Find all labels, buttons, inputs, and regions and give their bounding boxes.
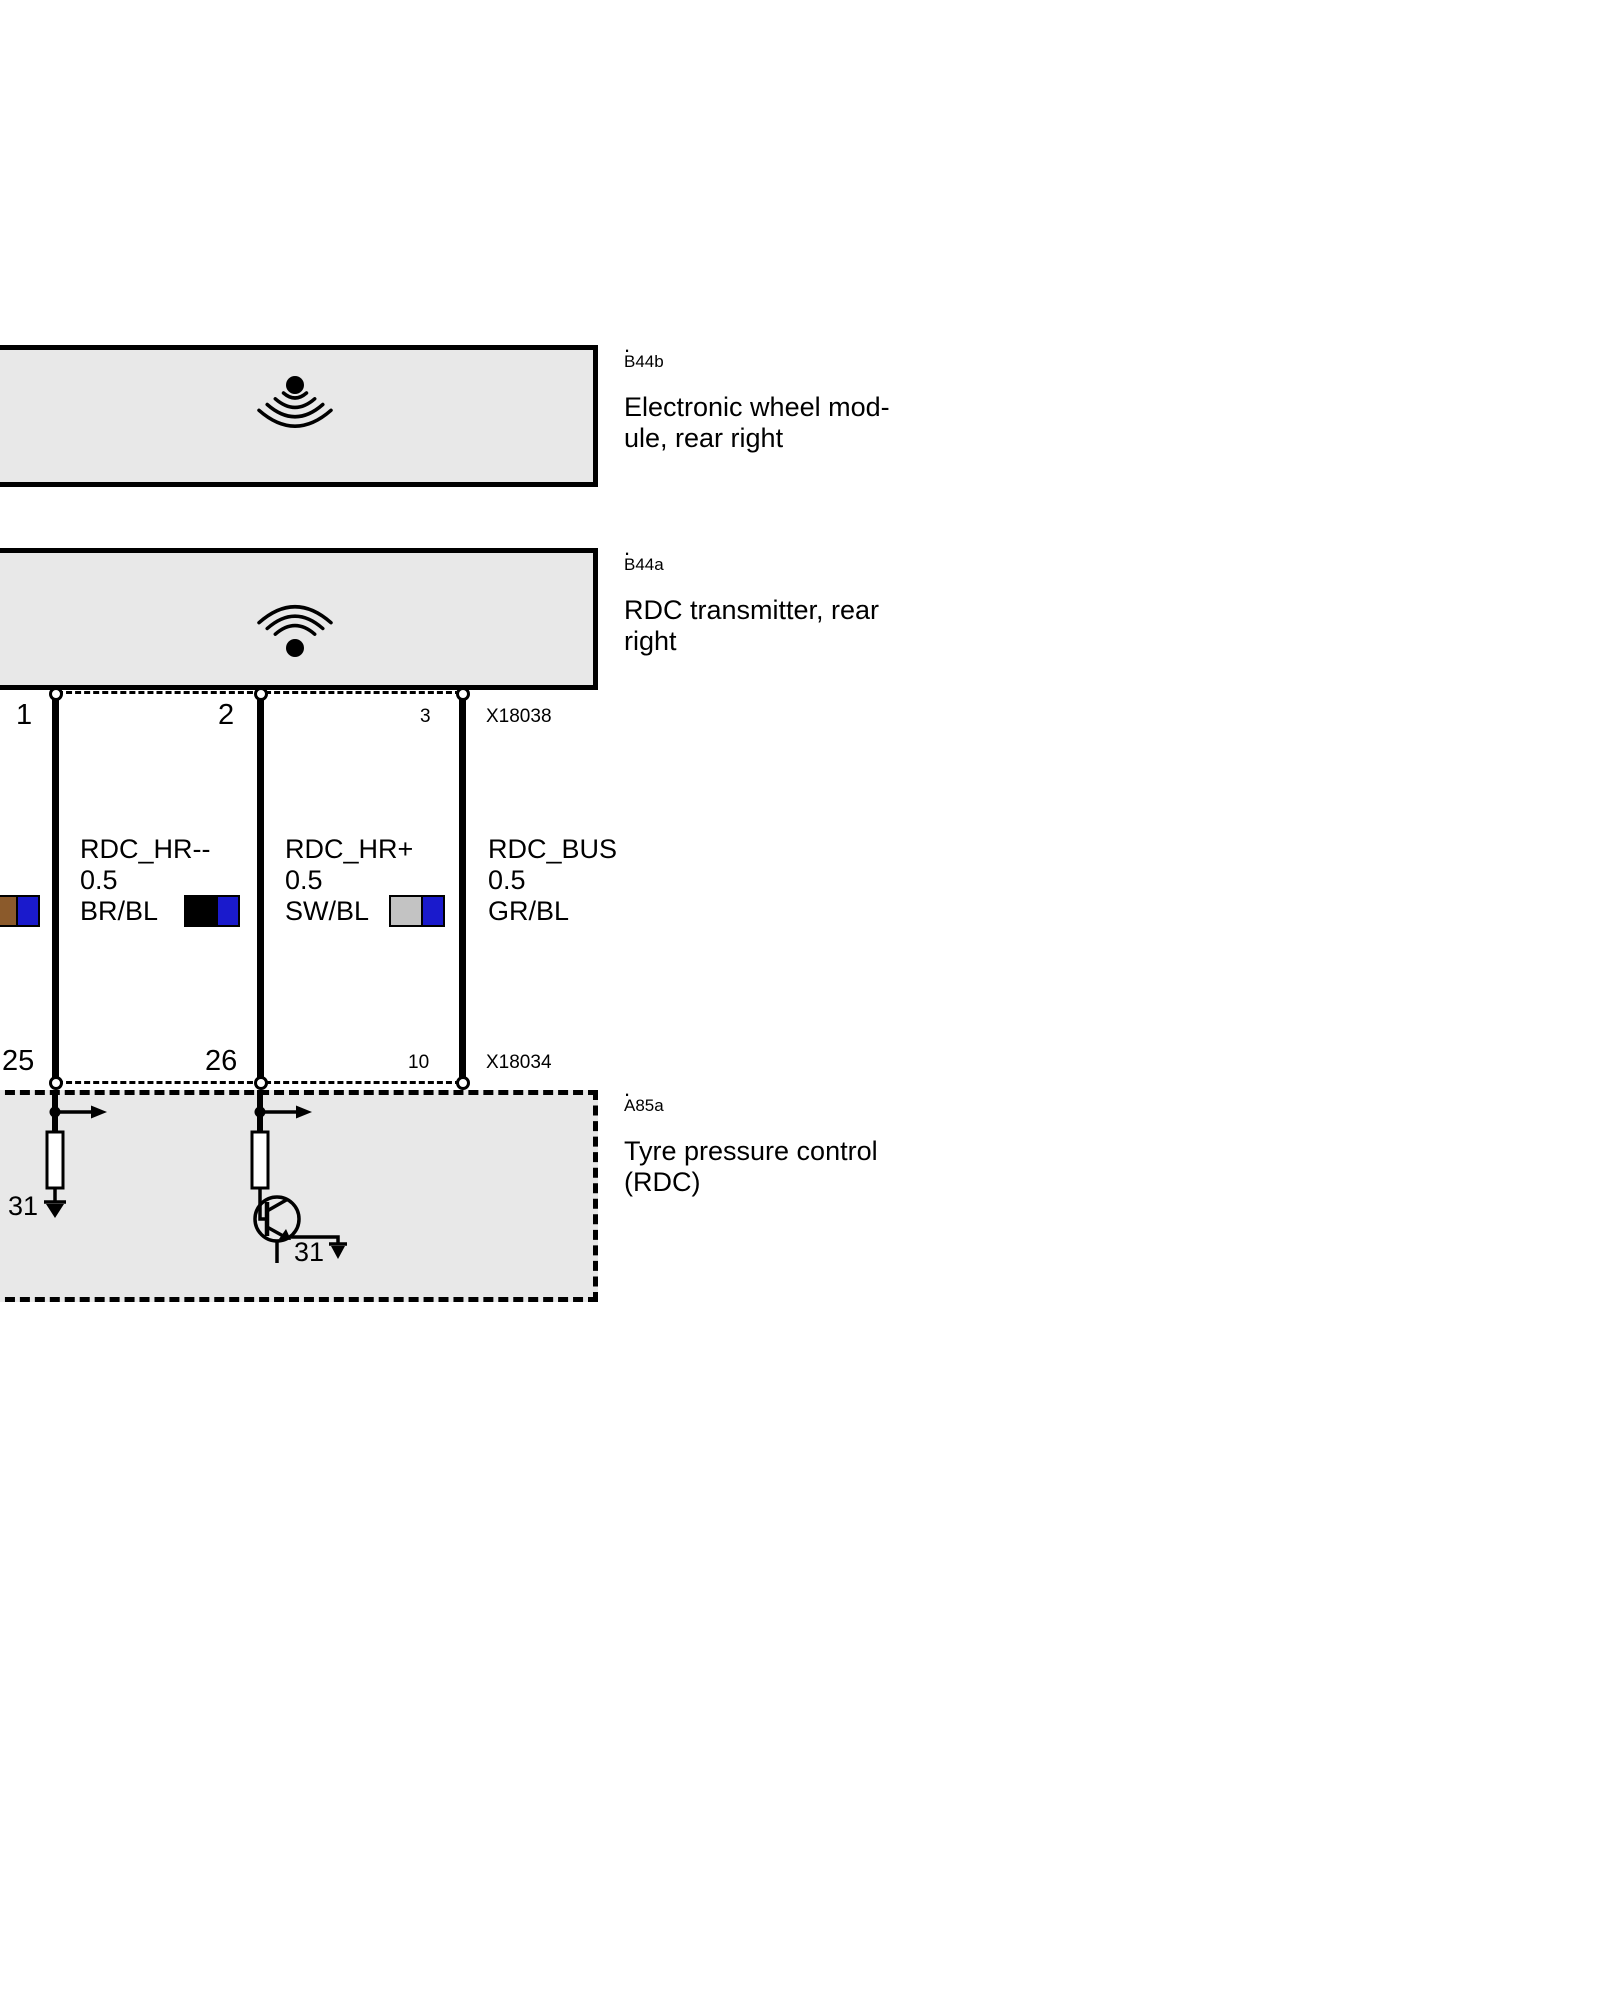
wire-gauge: 0.5 (80, 865, 118, 895)
component-dot: . (624, 535, 631, 560)
component-code: B44a (624, 555, 664, 574)
connector-name-x18038: X18038 (486, 706, 552, 727)
component-code: B44b (624, 352, 664, 371)
wire-color-code: SW/BL (285, 896, 370, 926)
internal-wire (258, 1188, 267, 1221)
pin-circle-x18034-26 (254, 1076, 268, 1090)
wire-signal: RDC_HR-- (80, 834, 211, 864)
transistor-collector (266, 1197, 289, 1213)
junction-dot (254, 1106, 266, 1118)
wire-color-code: GR/BL (488, 896, 570, 926)
component-label-b44b: . B44b Electronic wheel mod- ule, rear r… (624, 332, 924, 454)
pin-number-26: 26 (205, 1045, 238, 1077)
swatch-primary-color (391, 897, 421, 925)
swatch-primary-color (0, 897, 16, 925)
wire-color-code: BR/BL (80, 896, 159, 926)
resistor-symbol (45, 1130, 65, 1190)
wire-rdc-hr-plus (257, 688, 264, 1088)
wire-label-rdc-hr-minus: RDC_HR-- 0.5 BR/BL (80, 834, 211, 927)
component-label-a85a: . A85a Tyre pressure control (RDC) (624, 1076, 924, 1198)
ground-symbol-triangle (331, 1246, 345, 1259)
pin-circle-x18034-25 (49, 1076, 63, 1090)
pin-number-3: 3 (420, 706, 431, 727)
swatch-secondary-color (421, 897, 443, 925)
internal-wire (290, 1235, 340, 1244)
wire-label-rdc-hr-plus: RDC_HR+ 0.5 SW/BL (285, 834, 413, 927)
component-label-b44a: . B44a RDC transmitter, rear right (624, 535, 924, 657)
control-unit-internal-circuit (44, 1090, 347, 1263)
wire-signal: RDC_BUS (488, 834, 618, 864)
component-name-line1: RDC transmitter, rear (624, 595, 880, 625)
component-dot: . (624, 1076, 631, 1101)
component-name-line2: right (624, 626, 677, 656)
transistor-emitter-arrow (279, 1229, 291, 1240)
wire-rdc-hr-minus (52, 688, 59, 1088)
wire-color-swatch-gr-bl (389, 895, 445, 927)
pin-circle-x18034-10 (456, 1076, 470, 1090)
pin-circle-x18038-2 (254, 687, 268, 701)
pin-number-25: 25 (2, 1045, 35, 1077)
pin-number-1: 1 (16, 699, 33, 731)
rf-signal-up-icon (257, 605, 333, 657)
pin-circle-x18038-1 (49, 687, 63, 701)
connector-name-x18034: X18034 (486, 1052, 552, 1073)
swatch-secondary-color (16, 897, 38, 925)
swatch-secondary-color (216, 897, 238, 925)
wire-rdc-bus (459, 688, 466, 1088)
rdc-transmitter-box (0, 548, 598, 690)
rf-signal-down-icon (257, 376, 333, 428)
component-name-line2: (RDC) (624, 1167, 701, 1197)
wire-signal: RDC_HR+ (285, 834, 414, 864)
pin-number-10: 10 (408, 1052, 430, 1073)
wire-label-rdc-bus: RDC_BUS 0.5 GR/BL (488, 834, 617, 927)
tyre-pressure-control-box (0, 1090, 598, 1302)
pin-number-2: 2 (218, 699, 235, 731)
electronic-wheel-module-box (0, 345, 598, 487)
component-dot: . (624, 332, 631, 357)
pin-circle-x18038-3 (456, 687, 470, 701)
ground-symbol-triangle (46, 1204, 64, 1218)
ground-terminal-31-first: 31 (8, 1191, 39, 1221)
wire-gauge: 0.5 (285, 865, 323, 895)
component-name-line2: ule, rear right (624, 423, 784, 453)
junction-dot (49, 1106, 61, 1118)
wire-color-swatch-br-bl (0, 895, 40, 927)
component-name-line1: Electronic wheel mod- (624, 392, 890, 422)
wire-color-swatch-sw-bl (184, 895, 240, 927)
ground-terminal-31-second: 31 (294, 1237, 325, 1267)
component-name-line1: Tyre pressure control (624, 1136, 878, 1166)
swatch-primary-color (186, 897, 216, 925)
component-code: A85a (624, 1096, 664, 1115)
direction-arrow-head (91, 1105, 107, 1119)
direction-arrow-head (296, 1105, 312, 1119)
wire-gauge: 0.5 (488, 865, 526, 895)
resistor-symbol (250, 1130, 270, 1190)
